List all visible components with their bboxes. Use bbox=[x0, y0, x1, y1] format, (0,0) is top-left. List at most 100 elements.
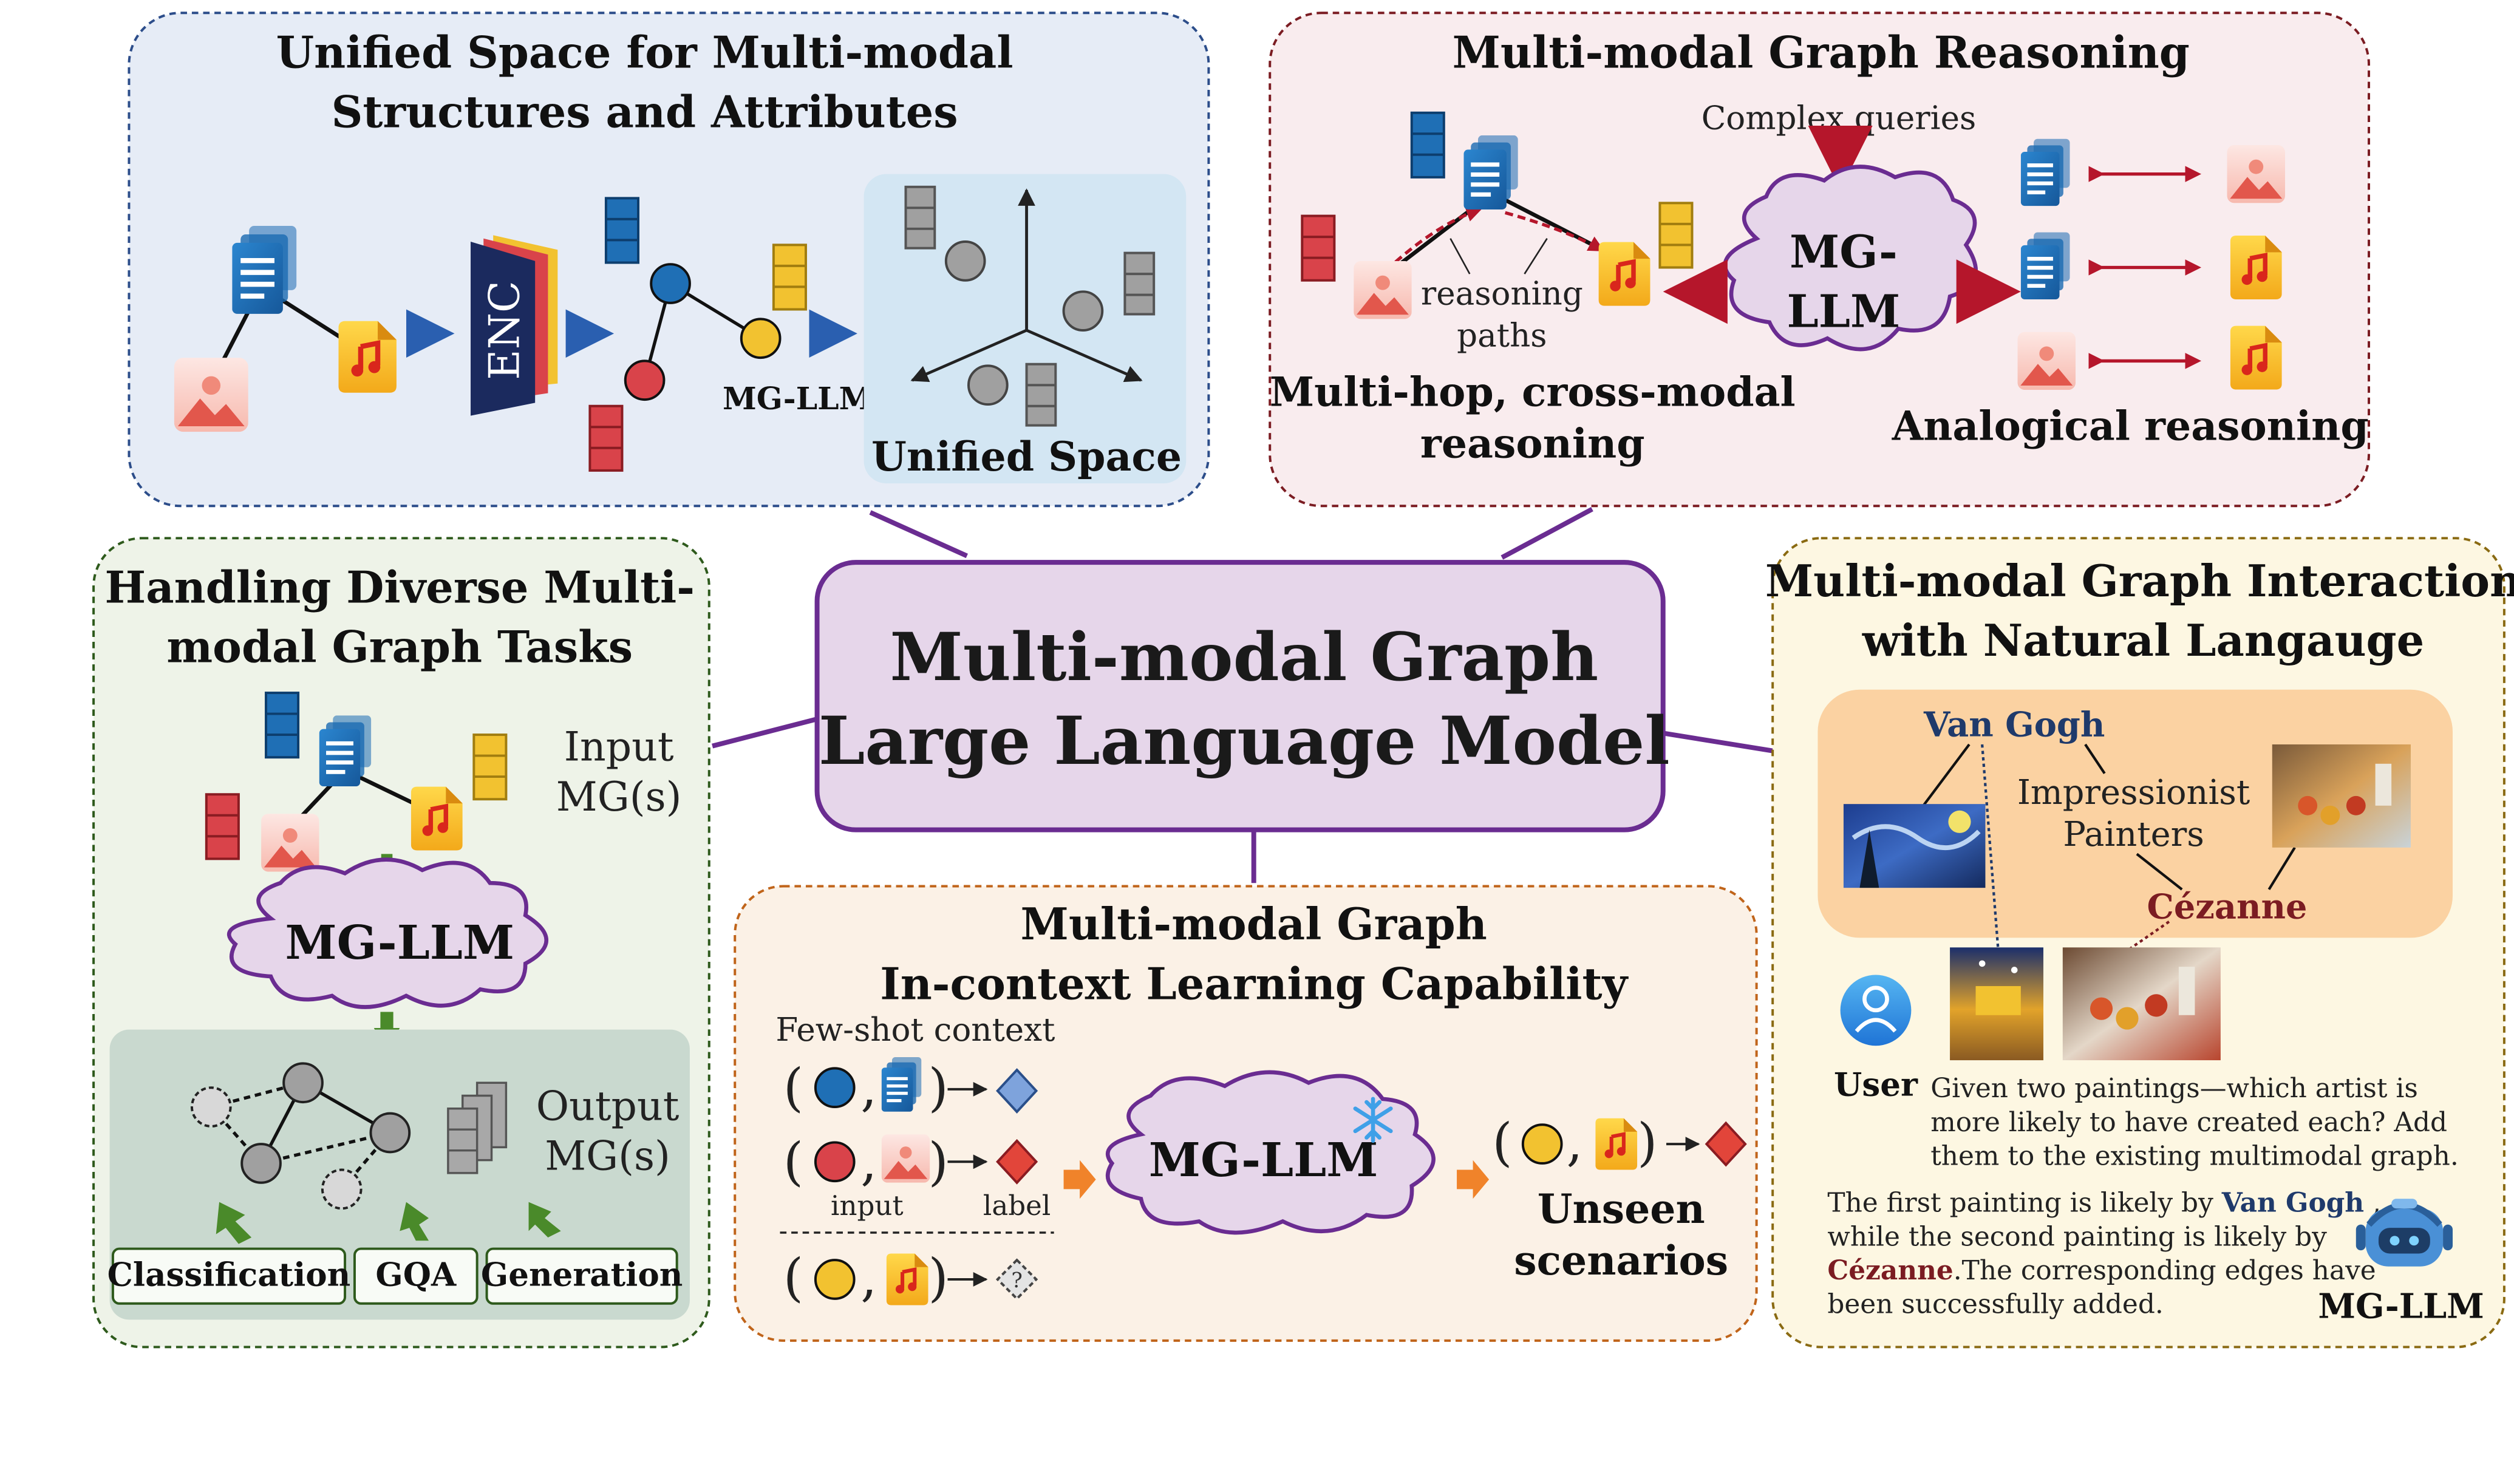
image-icon bbox=[881, 1134, 930, 1183]
svg-text:,: , bbox=[1566, 1113, 1582, 1173]
svg-text:(: ( bbox=[783, 1248, 803, 1309]
diverse-tasks-panel: Handling Diverse Multi- modal Graph Task… bbox=[92, 537, 710, 1349]
svg-text:): ) bbox=[928, 1248, 949, 1309]
unified-space-title-line2: Structures and Attributes bbox=[332, 87, 958, 138]
image-icon bbox=[2227, 145, 2286, 203]
robot-icon bbox=[2356, 1199, 2453, 1267]
svg-text:): ) bbox=[928, 1132, 949, 1192]
user-question-line: them to the existing multimodal graph. bbox=[1930, 1141, 2459, 1172]
reasoning-paths-line1: reasoning bbox=[1421, 275, 1583, 313]
example-rows: (,) (,) (,) bbox=[783, 1058, 949, 1308]
audio-file-icon bbox=[1599, 242, 1650, 306]
center-title-line1: Multi-modal Graph bbox=[890, 618, 1598, 696]
enc-label: ENC bbox=[481, 281, 530, 380]
in-context-title-line2: In-context Learning Capability bbox=[880, 958, 1629, 1009]
cafe-terrace-painting bbox=[1950, 947, 2043, 1061]
graph-reasoning-panel: Multi-modal Graph Reasoning reasoning pa… bbox=[1269, 12, 2370, 508]
answer-line2: while the second painting is likely by bbox=[1827, 1221, 2327, 1252]
unified-space-label: Unified Space bbox=[871, 433, 1182, 480]
label-diamond bbox=[996, 1139, 1038, 1185]
flow-arrow bbox=[1063, 1160, 1096, 1199]
user-label: User bbox=[1834, 1065, 1918, 1103]
svg-text:,: , bbox=[860, 1132, 877, 1192]
complex-queries-label: Complex queries bbox=[1702, 99, 1977, 137]
mgllm-cloud-line1: MG- bbox=[1790, 225, 1898, 279]
svg-text:,: , bbox=[860, 1248, 877, 1309]
svg-text:(: ( bbox=[1492, 1113, 1512, 1173]
task-gqa bbox=[353, 1247, 479, 1305]
multihop-line1: Multi-hop, cross-modal bbox=[1270, 369, 1796, 416]
mgllm-cloud-line2: LLM bbox=[1787, 285, 1901, 338]
interaction-panel: Multi-modal Graph Interaction with Natur… bbox=[1765, 537, 2514, 1349]
flow-arrow bbox=[1457, 1160, 1490, 1199]
svg-text:): ) bbox=[928, 1058, 949, 1118]
user-question-line: Given two paintings—which artist is bbox=[1930, 1073, 2418, 1104]
in-context-panel: Multi-modal Graph In-context Learning Ca… bbox=[734, 885, 1758, 1342]
mgllm-cloud-label: MG-LLM bbox=[1149, 1133, 1378, 1188]
diverse-tasks-title-line1: Handling Diverse Multi- bbox=[105, 562, 695, 613]
label-diamond bbox=[1705, 1121, 1747, 1167]
audio-file-icon bbox=[2230, 236, 2282, 299]
answer-line4: been successfully added. bbox=[1827, 1289, 2163, 1320]
task-generation bbox=[485, 1247, 678, 1305]
impressionist-line1: Impressionist bbox=[2017, 773, 2250, 812]
bot-label: MG-LLM bbox=[2318, 1287, 2484, 1327]
reasoning-paths-line2: paths bbox=[1457, 317, 1547, 355]
query-diamond bbox=[995, 1258, 1038, 1301]
output-area bbox=[109, 1029, 690, 1320]
unseen-line2: scenarios bbox=[1514, 1237, 1728, 1284]
starry-night-painting bbox=[1843, 804, 1986, 888]
task-label: GQA bbox=[375, 1256, 457, 1294]
unseen-row: (,) bbox=[1492, 1113, 1657, 1173]
image-icon bbox=[174, 358, 248, 432]
task-classification bbox=[111, 1247, 347, 1305]
answer-line3: Cézanne.The corresponding edges have bbox=[1827, 1255, 2376, 1286]
connectors bbox=[712, 507, 1773, 883]
query-mark: ? bbox=[1011, 1268, 1023, 1293]
user-question-line: more likely to have created each? Add bbox=[1930, 1107, 2447, 1138]
center-title-line2: Large Language Model bbox=[819, 702, 1670, 780]
cezanne-node: Cézanne bbox=[2147, 888, 2307, 927]
output-mg-line1: Output bbox=[536, 1082, 680, 1129]
interaction-title-line1: Multi-modal Graph Interaction bbox=[1765, 556, 2514, 607]
mgllm-cloud bbox=[227, 857, 549, 1009]
still-life-painting bbox=[2272, 744, 2411, 848]
apples-painting bbox=[2062, 947, 2221, 1061]
output-mg-line2: MG(s) bbox=[545, 1132, 670, 1180]
impressionist-line2: Painters bbox=[2063, 815, 2204, 854]
encoder-block: ENC bbox=[471, 235, 558, 416]
mgllm-cloud-label: MG-LLM bbox=[285, 916, 514, 970]
unified-space-plot: Unified Space bbox=[864, 174, 1187, 484]
analogical-label: Analogical reasoning bbox=[1892, 402, 2369, 449]
svg-text:(: ( bbox=[783, 1132, 803, 1192]
interaction-title-line2: with Natural Langauge bbox=[1862, 615, 2424, 666]
image-icon bbox=[2017, 332, 2076, 390]
image-icon bbox=[261, 814, 319, 872]
task-label: Generation bbox=[481, 1256, 683, 1294]
van-gogh-node: Van Gogh bbox=[1923, 706, 2105, 745]
stacked-features bbox=[447, 1081, 508, 1174]
unified-space-title-line1: Unified Space for Multi-modal bbox=[276, 27, 1013, 78]
snowflake-icon bbox=[1353, 1097, 1393, 1143]
input-mg-line1: Input bbox=[564, 723, 674, 771]
graph-reasoning-title: Multi-modal Graph Reasoning bbox=[1453, 27, 2190, 78]
audio-file-icon bbox=[2230, 326, 2282, 390]
label-caption: label bbox=[983, 1190, 1051, 1222]
audio-file-icon bbox=[338, 321, 397, 393]
mgllm-cloud bbox=[1105, 1070, 1436, 1235]
audio-file-icon bbox=[411, 787, 463, 851]
input-mg-line2: MG(s) bbox=[556, 773, 682, 820]
few-shot-label: Few-shot context bbox=[775, 1011, 1055, 1049]
mgllm-label-unified: MG-LLM bbox=[723, 381, 873, 417]
image-icon bbox=[1354, 260, 1412, 319]
input-caption: input bbox=[831, 1190, 904, 1222]
task-label: Classification bbox=[107, 1256, 351, 1294]
center-node: Multi-modal Graph Large Language Model bbox=[814, 560, 1670, 832]
svg-text:): ) bbox=[1637, 1113, 1657, 1173]
task-arrows bbox=[216, 1202, 561, 1244]
unseen-line1: Unseen bbox=[1538, 1185, 1705, 1233]
svg-text:(: ( bbox=[783, 1058, 803, 1118]
unified-space-panel: Unified Space for Multi-modal Structures… bbox=[128, 12, 1210, 508]
user-icon bbox=[1840, 975, 1912, 1046]
